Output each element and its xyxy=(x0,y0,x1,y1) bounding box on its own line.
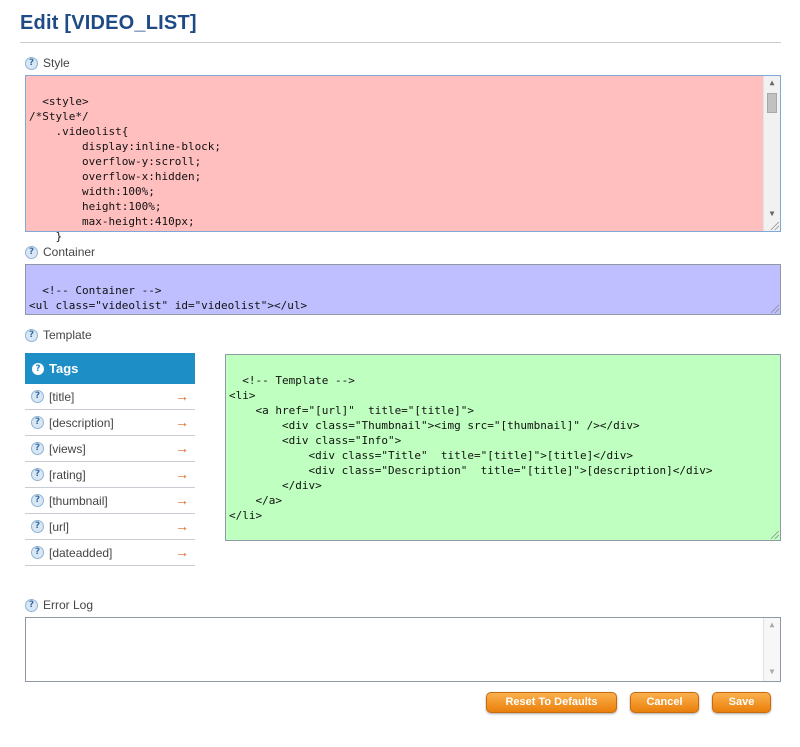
error-log-textarea[interactable]: ▲ ▼ xyxy=(25,617,781,682)
tag-item-thumbnail[interactable]: ? [thumbnail] → xyxy=(25,488,195,514)
scroll-thumb[interactable] xyxy=(767,93,777,113)
arrow-right-icon[interactable]: → xyxy=(175,440,189,456)
style-editor[interactable]: <style> /*Style*/ .videolist{ display:in… xyxy=(25,75,781,243)
template-code-text: <!-- Template --> <li> <a href="[url]" t… xyxy=(229,374,713,522)
page-title: Edit [VIDEO_LIST] xyxy=(20,12,197,34)
tags-header: ? Tags xyxy=(25,353,195,384)
container-code-text: <!-- Container --> <ul class="videolist"… xyxy=(29,284,308,312)
scroll-up-icon[interactable]: ▲ xyxy=(769,78,775,87)
container-editor[interactable]: <!-- Container --> <ul class="videolist"… xyxy=(25,264,781,315)
tag-label: [description] xyxy=(49,415,114,430)
tag-label: [rating] xyxy=(49,467,86,482)
tag-label: [dateadded] xyxy=(49,545,113,560)
tag-item-title[interactable]: ? [title] → xyxy=(25,384,195,410)
reset-defaults-button[interactable]: Reset To Defaults xyxy=(486,692,617,713)
tag-item-dateadded[interactable]: ? [dateadded] → xyxy=(25,540,195,566)
resize-grip-icon[interactable] xyxy=(771,222,779,230)
tag-label: [title] xyxy=(49,389,75,404)
title-divider xyxy=(20,42,781,43)
help-icon[interactable]: ? xyxy=(31,468,44,481)
tag-item-description[interactable]: ? [description] → xyxy=(25,410,195,436)
help-icon[interactable]: ? xyxy=(31,442,44,455)
arrow-right-icon[interactable]: → xyxy=(175,388,189,404)
arrow-right-icon[interactable]: → xyxy=(175,414,189,430)
help-icon[interactable]: ? xyxy=(31,416,44,429)
arrow-right-icon[interactable]: → xyxy=(175,544,189,560)
help-icon[interactable]: ? xyxy=(25,245,38,259)
help-icon[interactable]: ? xyxy=(31,494,44,507)
style-label-text: Style xyxy=(43,56,70,70)
cancel-button[interactable]: Cancel xyxy=(630,692,699,713)
scroll-down-icon[interactable]: ▼ xyxy=(769,209,775,218)
style-code-text: <style> /*Style*/ .videolist{ display:in… xyxy=(29,95,222,243)
resize-grip-icon[interactable] xyxy=(771,305,779,313)
error-log-label-text: Error Log xyxy=(43,598,94,612)
tag-label: [thumbnail] xyxy=(49,493,108,508)
template-label-text: Template xyxy=(43,328,92,342)
help-icon[interactable]: ? xyxy=(25,56,38,70)
tag-label: [url] xyxy=(49,519,70,534)
error-log-scrollbar[interactable]: ▲ ▼ xyxy=(763,618,780,681)
help-icon[interactable]: ? xyxy=(25,328,38,342)
arrow-right-icon[interactable]: → xyxy=(175,466,189,482)
tags-header-text: Tags xyxy=(49,361,79,376)
scroll-down-icon[interactable]: ▼ xyxy=(769,667,775,676)
tag-item-url[interactable]: ? [url] → xyxy=(25,514,195,540)
help-icon[interactable]: ? xyxy=(25,598,38,612)
help-icon[interactable]: ? xyxy=(32,362,44,375)
style-label: ? Style xyxy=(25,56,70,70)
tags-panel: ? Tags ? [title] → ? [description] → ? [… xyxy=(25,353,195,566)
save-button[interactable]: Save xyxy=(712,692,771,713)
container-label-text: Container xyxy=(43,245,96,259)
help-icon[interactable]: ? xyxy=(31,546,44,559)
arrow-right-icon[interactable]: → xyxy=(175,492,189,508)
tag-label: [views] xyxy=(49,441,86,456)
style-scrollbar[interactable]: ▲ ▼ xyxy=(763,76,780,231)
arrow-right-icon[interactable]: → xyxy=(175,518,189,534)
help-icon[interactable]: ? xyxy=(31,520,44,533)
template-label: ? Template xyxy=(25,328,92,342)
tag-item-views[interactable]: ? [views] → xyxy=(25,436,195,462)
tag-item-rating[interactable]: ? [rating] → xyxy=(25,462,195,488)
error-log-label: ? Error Log xyxy=(25,598,93,612)
template-editor[interactable]: <!-- Template --> <li> <a href="[url]" t… xyxy=(225,354,781,541)
scroll-up-icon[interactable]: ▲ xyxy=(769,620,775,629)
container-label: ? Container xyxy=(25,245,95,259)
resize-grip-icon[interactable] xyxy=(771,531,779,539)
help-icon[interactable]: ? xyxy=(31,390,44,403)
